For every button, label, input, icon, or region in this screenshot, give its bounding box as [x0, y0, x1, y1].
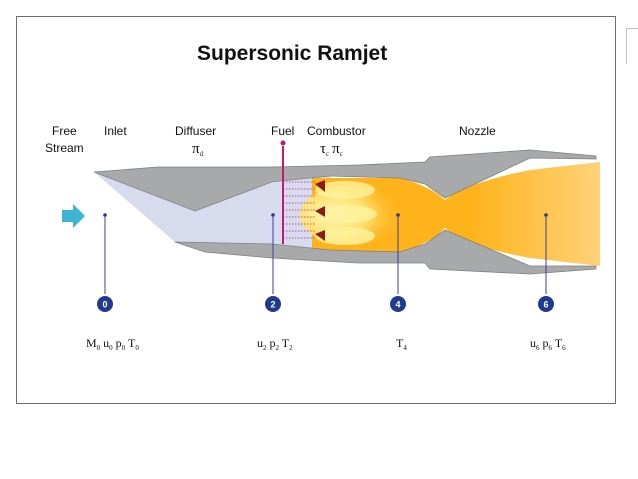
station-0-vars: M0 u0 p0 T0 — [86, 336, 139, 353]
station-number: 6 — [543, 300, 548, 310]
station-4: 4 — [390, 213, 406, 312]
diagram-title: Supersonic Ramjet — [197, 42, 387, 65]
flame-holder-top — [315, 180, 325, 192]
fuel-injector — [280, 140, 316, 244]
label-inlet: Inlet — [104, 124, 127, 138]
flame-holder-bottom — [315, 230, 325, 241]
flame-streak-bottom — [315, 227, 375, 245]
upper-casing — [93, 149, 597, 212]
free-stream-arrow — [62, 204, 85, 228]
diffuser-symbol: πd — [192, 141, 204, 158]
lower-casing — [174, 229, 597, 275]
flame-streak-top — [315, 181, 375, 199]
flame-streak-middle — [313, 205, 377, 223]
label-free: Free — [52, 124, 77, 138]
station-6-vars: u6 p6 T6 — [530, 336, 566, 353]
station-0: 0 — [97, 213, 113, 312]
station-badge — [390, 296, 406, 312]
label-fuel: Fuel — [271, 124, 294, 138]
station-badge — [265, 296, 281, 312]
label-diffuser: Diffuser — [175, 124, 216, 138]
flame-holder-middle — [315, 206, 325, 217]
label-stream: Stream — [45, 141, 84, 155]
station-2: 2 — [265, 213, 281, 312]
station-badge — [538, 296, 554, 312]
station-6: 6 — [538, 213, 554, 312]
station-number: 2 — [270, 300, 275, 310]
station-number: 0 — [102, 300, 107, 310]
label-combustor: Combustor — [307, 124, 366, 138]
station-number: 4 — [395, 300, 400, 310]
station-2-vars: u2 p2 T2 — [257, 336, 293, 353]
fuel-drop-icon — [280, 140, 286, 146]
exhaust-flame — [312, 162, 600, 266]
label-nozzle: Nozzle — [459, 124, 496, 138]
next-slide-edge — [626, 28, 638, 64]
station-badge — [97, 296, 113, 312]
station-4-vars: T4 — [396, 336, 407, 352]
inlet-flow-region — [94, 172, 330, 250]
